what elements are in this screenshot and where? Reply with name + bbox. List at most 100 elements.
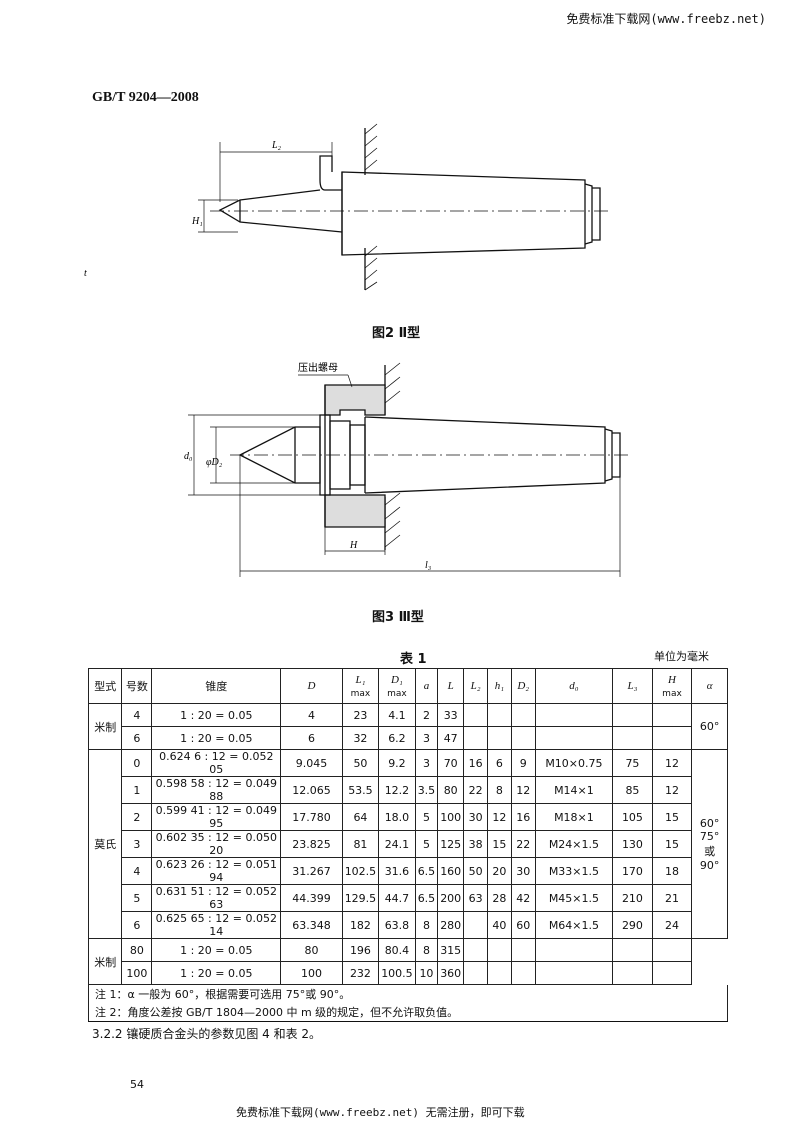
table-cell: [463, 726, 489, 750]
table-cell: 182: [341, 911, 380, 939]
alpha-value: 或 90°: [699, 844, 720, 872]
table-cell: [534, 938, 614, 962]
table-cell: 4.1: [378, 703, 416, 727]
table-cell: M18×1: [534, 803, 614, 831]
table-cell: [534, 726, 614, 750]
table-cell: 0.624 6 : 12 = 0.052 05: [151, 749, 282, 777]
table-cell: 5: [414, 803, 439, 831]
table-cell: 30: [463, 803, 489, 831]
fig2-h1-label: H₁: [191, 216, 203, 227]
table-cell: 18.0: [378, 803, 416, 831]
col-d0: d₀: [534, 668, 614, 704]
fig2-margin-mark: t: [84, 268, 87, 279]
table-cell: [463, 703, 489, 727]
table-cell: M64×1.5: [534, 911, 614, 939]
table-cell: 1 : 20 = 0.05: [151, 703, 282, 727]
top-watermark: 免费标准下载网(www.freebz.net): [566, 12, 766, 26]
table-cell: 1 : 20 = 0.05: [151, 961, 282, 985]
table-cell: 6.2: [378, 726, 416, 750]
table-cell: [651, 938, 693, 962]
col-alpha: α: [691, 668, 728, 704]
table-cell: 6: [121, 911, 153, 939]
table-cell: 22: [463, 776, 489, 804]
table-cell: 31.267: [280, 857, 343, 885]
table-cell: M10×0.75: [534, 749, 614, 777]
table-cell: 1 : 20 = 0.05: [151, 938, 282, 962]
table-cell: 0.623 26 : 12 = 0.051 94: [151, 857, 282, 885]
table-cell: 10: [414, 961, 439, 985]
table-cell: M45×1.5: [534, 884, 614, 912]
fig3-h-label: H: [349, 540, 358, 551]
table-cell: 30: [510, 857, 536, 885]
table-cell: 15: [651, 830, 693, 858]
footer-watermark: 免费标准下载网(www.freebz.net) 无需注册，即可下载: [236, 1106, 525, 1119]
fig2-l2-label: L₂: [271, 140, 282, 151]
table-cell: [651, 703, 693, 727]
table-cell: 23.825: [280, 830, 343, 858]
table-cell: 4: [121, 703, 153, 727]
table-cell: 31.6: [378, 857, 416, 885]
table-cell: 100.5: [378, 961, 416, 985]
table-cell: 81: [341, 830, 380, 858]
col-type: 型式: [87, 668, 123, 704]
table-cell: 1: [121, 776, 153, 804]
table-cell: 40: [487, 911, 512, 939]
table-cell: 6: [487, 749, 512, 777]
table-cell: 70: [437, 749, 465, 777]
table-cell: 17.780: [280, 803, 343, 831]
table-cell: 6: [280, 726, 343, 750]
table-cell: 80: [280, 938, 343, 962]
table-cell: [487, 703, 512, 727]
table-cell: 4: [280, 703, 343, 727]
table-cell: 12.2: [378, 776, 416, 804]
figure-2-caption: 图2 Ⅱ型: [372, 326, 421, 341]
table-cell: 0.598 58 : 12 = 0.049 88: [151, 776, 282, 804]
table-cell: [510, 938, 536, 962]
group-label: 米制: [87, 938, 123, 985]
table-cell: [651, 961, 693, 985]
table-cell: 9.2: [378, 749, 416, 777]
table-cell: 12: [651, 776, 693, 804]
page-number: 54: [130, 1078, 144, 1091]
col-d: D: [280, 668, 343, 704]
table-cell: 23: [341, 703, 380, 727]
table-cell: 50: [463, 857, 489, 885]
alpha-cell: 60°75°或 90°: [691, 749, 728, 939]
table-cell: 170: [612, 857, 653, 885]
table-cell: 47: [437, 726, 465, 750]
table-note-row: 注 1：α 一般为 60°，根据需要可选用 75°或 90°。: [88, 984, 728, 1003]
table-cell: 44.399: [280, 884, 343, 912]
table-cell: [612, 938, 653, 962]
table-cell: 0.602 35 : 12 = 0.050 20: [151, 830, 282, 858]
table-cell: 105: [612, 803, 653, 831]
table-cell: 102.5: [341, 857, 380, 885]
fig3-nut-label: 压出螺母: [298, 361, 338, 374]
col-d2: D₂: [510, 668, 536, 704]
standard-number: GB/T 9204—2008: [92, 90, 199, 105]
table-cell: 3: [414, 726, 439, 750]
table-cell: 64: [341, 803, 380, 831]
table-cell: 12: [651, 749, 693, 777]
table-note-row: 注 2：角度公差按 GB/T 1804—2000 中 m 级的规定，但不允许取负…: [88, 1003, 728, 1022]
table-cell: 1 : 20 = 0.05: [151, 726, 282, 750]
group-label: 米制: [87, 703, 123, 750]
figure-3-caption: 图3 Ⅲ型: [372, 610, 424, 625]
table-cell: [463, 911, 489, 939]
table-cell: 80: [121, 938, 153, 962]
table-cell: 32: [341, 726, 380, 750]
table-cell: M14×1: [534, 776, 614, 804]
clause-3-2-2: 3.2.2 镶硬质合金头的参数见图 4 和表 2。: [92, 1027, 322, 1041]
table-cell: [651, 726, 693, 750]
table-cell: 280: [437, 911, 465, 939]
table-cell: 42: [510, 884, 536, 912]
